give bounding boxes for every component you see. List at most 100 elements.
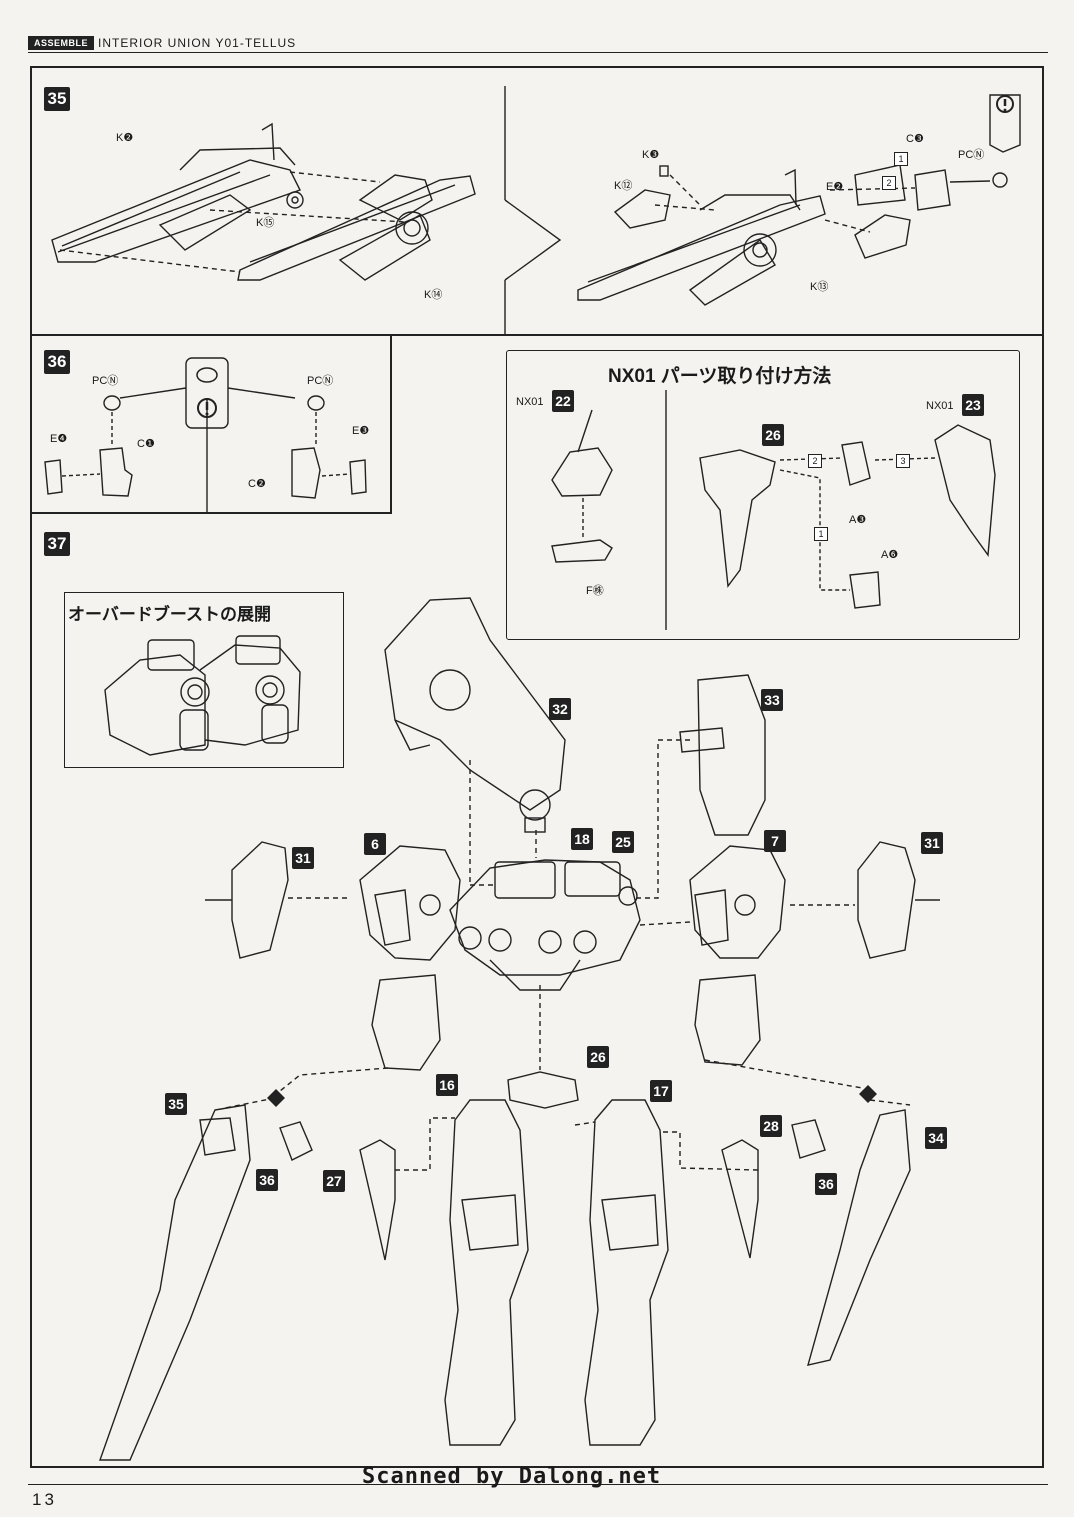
- part-35-rifle: [99, 1104, 251, 1461]
- callout-35: 35: [165, 1093, 187, 1115]
- label-k7: K❷: [116, 132, 134, 144]
- callout-26: 26: [587, 1046, 609, 1068]
- callout-18: 18: [571, 828, 593, 850]
- label-pc-left: PCⓃ: [92, 375, 119, 387]
- page-number: 13: [32, 1490, 57, 1509]
- part-e2: [854, 164, 906, 206]
- callout-16: 16: [436, 1074, 458, 1096]
- step-36-number: 36: [44, 350, 70, 374]
- pc-cap-left: [103, 395, 121, 411]
- callout-36-left: 36: [256, 1169, 278, 1191]
- caution-icon-35: [996, 95, 1014, 113]
- label-c2: C❷: [248, 478, 266, 490]
- callout-17: 17: [650, 1080, 672, 1102]
- part-17-leg-right: [584, 1099, 669, 1446]
- order-box-2: 2: [882, 176, 896, 190]
- part-a3: [841, 441, 871, 486]
- callout-28: 28: [760, 1115, 782, 1137]
- rifle-part-k7: [51, 122, 301, 263]
- callout-6: 6: [364, 833, 386, 855]
- assemble-badge: ASSEMBLE: [28, 36, 95, 50]
- nx01-panel-title: NX01 パーツ取り付け方法: [608, 366, 832, 387]
- part-c3: [914, 169, 951, 211]
- label-k14: K⑭: [424, 289, 443, 301]
- part-k12: [613, 189, 671, 229]
- callout-34: 34: [925, 1127, 947, 1149]
- part-7-arm-right: [689, 845, 786, 1066]
- part-36-hand-left: [279, 1121, 313, 1161]
- rifle-assembly-right: [577, 168, 826, 306]
- label-k8: K❸: [642, 149, 660, 161]
- part-k8: [659, 165, 669, 177]
- part-36-hand-right: [791, 1119, 826, 1159]
- label-c3: C❸: [906, 133, 924, 145]
- part-e3: [349, 459, 367, 495]
- nx01-order-3: 3: [896, 454, 910, 468]
- overboost-unit: [104, 635, 301, 756]
- part-26: [699, 449, 776, 588]
- label-e4: E❹: [50, 433, 68, 445]
- part-f26: [551, 539, 613, 563]
- label-pc-n: PCⓃ: [958, 149, 985, 161]
- label-a6: A❻: [881, 549, 899, 561]
- part-6-arm-left: [359, 845, 461, 1071]
- callout-26-panel: 26: [762, 424, 784, 446]
- callout-22: 22: [552, 390, 574, 412]
- label-a3: A❸: [849, 514, 867, 526]
- footer-rule: [28, 1484, 1048, 1485]
- part-16-leg-left: [444, 1099, 529, 1446]
- header-title: INTERIOR UNION Y01-TELLUS: [98, 36, 297, 50]
- part-25-core: [449, 859, 641, 991]
- callout-31-right: 31: [921, 832, 943, 854]
- part-28: [721, 1139, 759, 1259]
- label-nx01-a: NX01: [516, 396, 544, 408]
- part-e4: [44, 459, 63, 495]
- label-e2: E❷: [826, 181, 844, 193]
- part-a6: [849, 571, 881, 609]
- part-23: [934, 424, 996, 557]
- part-27: [359, 1139, 396, 1261]
- part-32: [384, 597, 566, 811]
- overboost-panel: [64, 592, 344, 768]
- part-k13: [854, 214, 911, 259]
- part-33: [697, 674, 766, 836]
- caution-frame: [185, 357, 229, 429]
- label-pc-right: PCⓃ: [307, 375, 334, 387]
- callout-36-right: 36: [815, 1173, 837, 1195]
- part-22: [551, 447, 613, 497]
- part-18: [519, 789, 551, 821]
- label-c1: C❶: [137, 438, 155, 450]
- callout-31-left: 31: [292, 847, 314, 869]
- part-26-waist: [507, 1071, 579, 1109]
- callout-7: 7: [764, 830, 786, 852]
- page-header: ASSEMBLE INTERIOR UNION Y01-TELLUS: [28, 36, 296, 50]
- callout-33: 33: [761, 689, 783, 711]
- nx01-panel: [506, 350, 1020, 640]
- label-k15: K⑮: [256, 217, 275, 229]
- step-37-number: 37: [44, 532, 70, 556]
- rifle-part-k14: [237, 174, 476, 281]
- part-k15: [286, 191, 304, 209]
- step37-frame: [30, 334, 1044, 1468]
- callout-32: 32: [549, 698, 571, 720]
- part-c2: [291, 447, 321, 499]
- label-e3: E❸: [352, 425, 370, 437]
- callout-25: 25: [612, 831, 634, 853]
- callout-23: 23: [962, 394, 984, 416]
- order-box-1: 1: [894, 152, 908, 166]
- label-k12: K⑫: [614, 180, 633, 192]
- header-rule: [28, 52, 1048, 53]
- part-c1: [99, 447, 133, 497]
- overboost-panel-title: オーバードブーストの展開: [68, 605, 271, 624]
- pc-cap-right: [307, 395, 325, 411]
- callout-27: 27: [323, 1170, 345, 1192]
- nx01-order-1: 1: [814, 527, 828, 541]
- label-f26: F㊑: [586, 585, 604, 597]
- scanned-by-credit: Scanned by Dalong.net: [362, 1464, 662, 1489]
- label-k13: K⑬: [810, 281, 829, 293]
- step-35-number: 35: [44, 87, 70, 111]
- part-31-right: [857, 841, 916, 959]
- label-nx01-b: NX01: [926, 400, 954, 412]
- part-31-left: [231, 841, 289, 959]
